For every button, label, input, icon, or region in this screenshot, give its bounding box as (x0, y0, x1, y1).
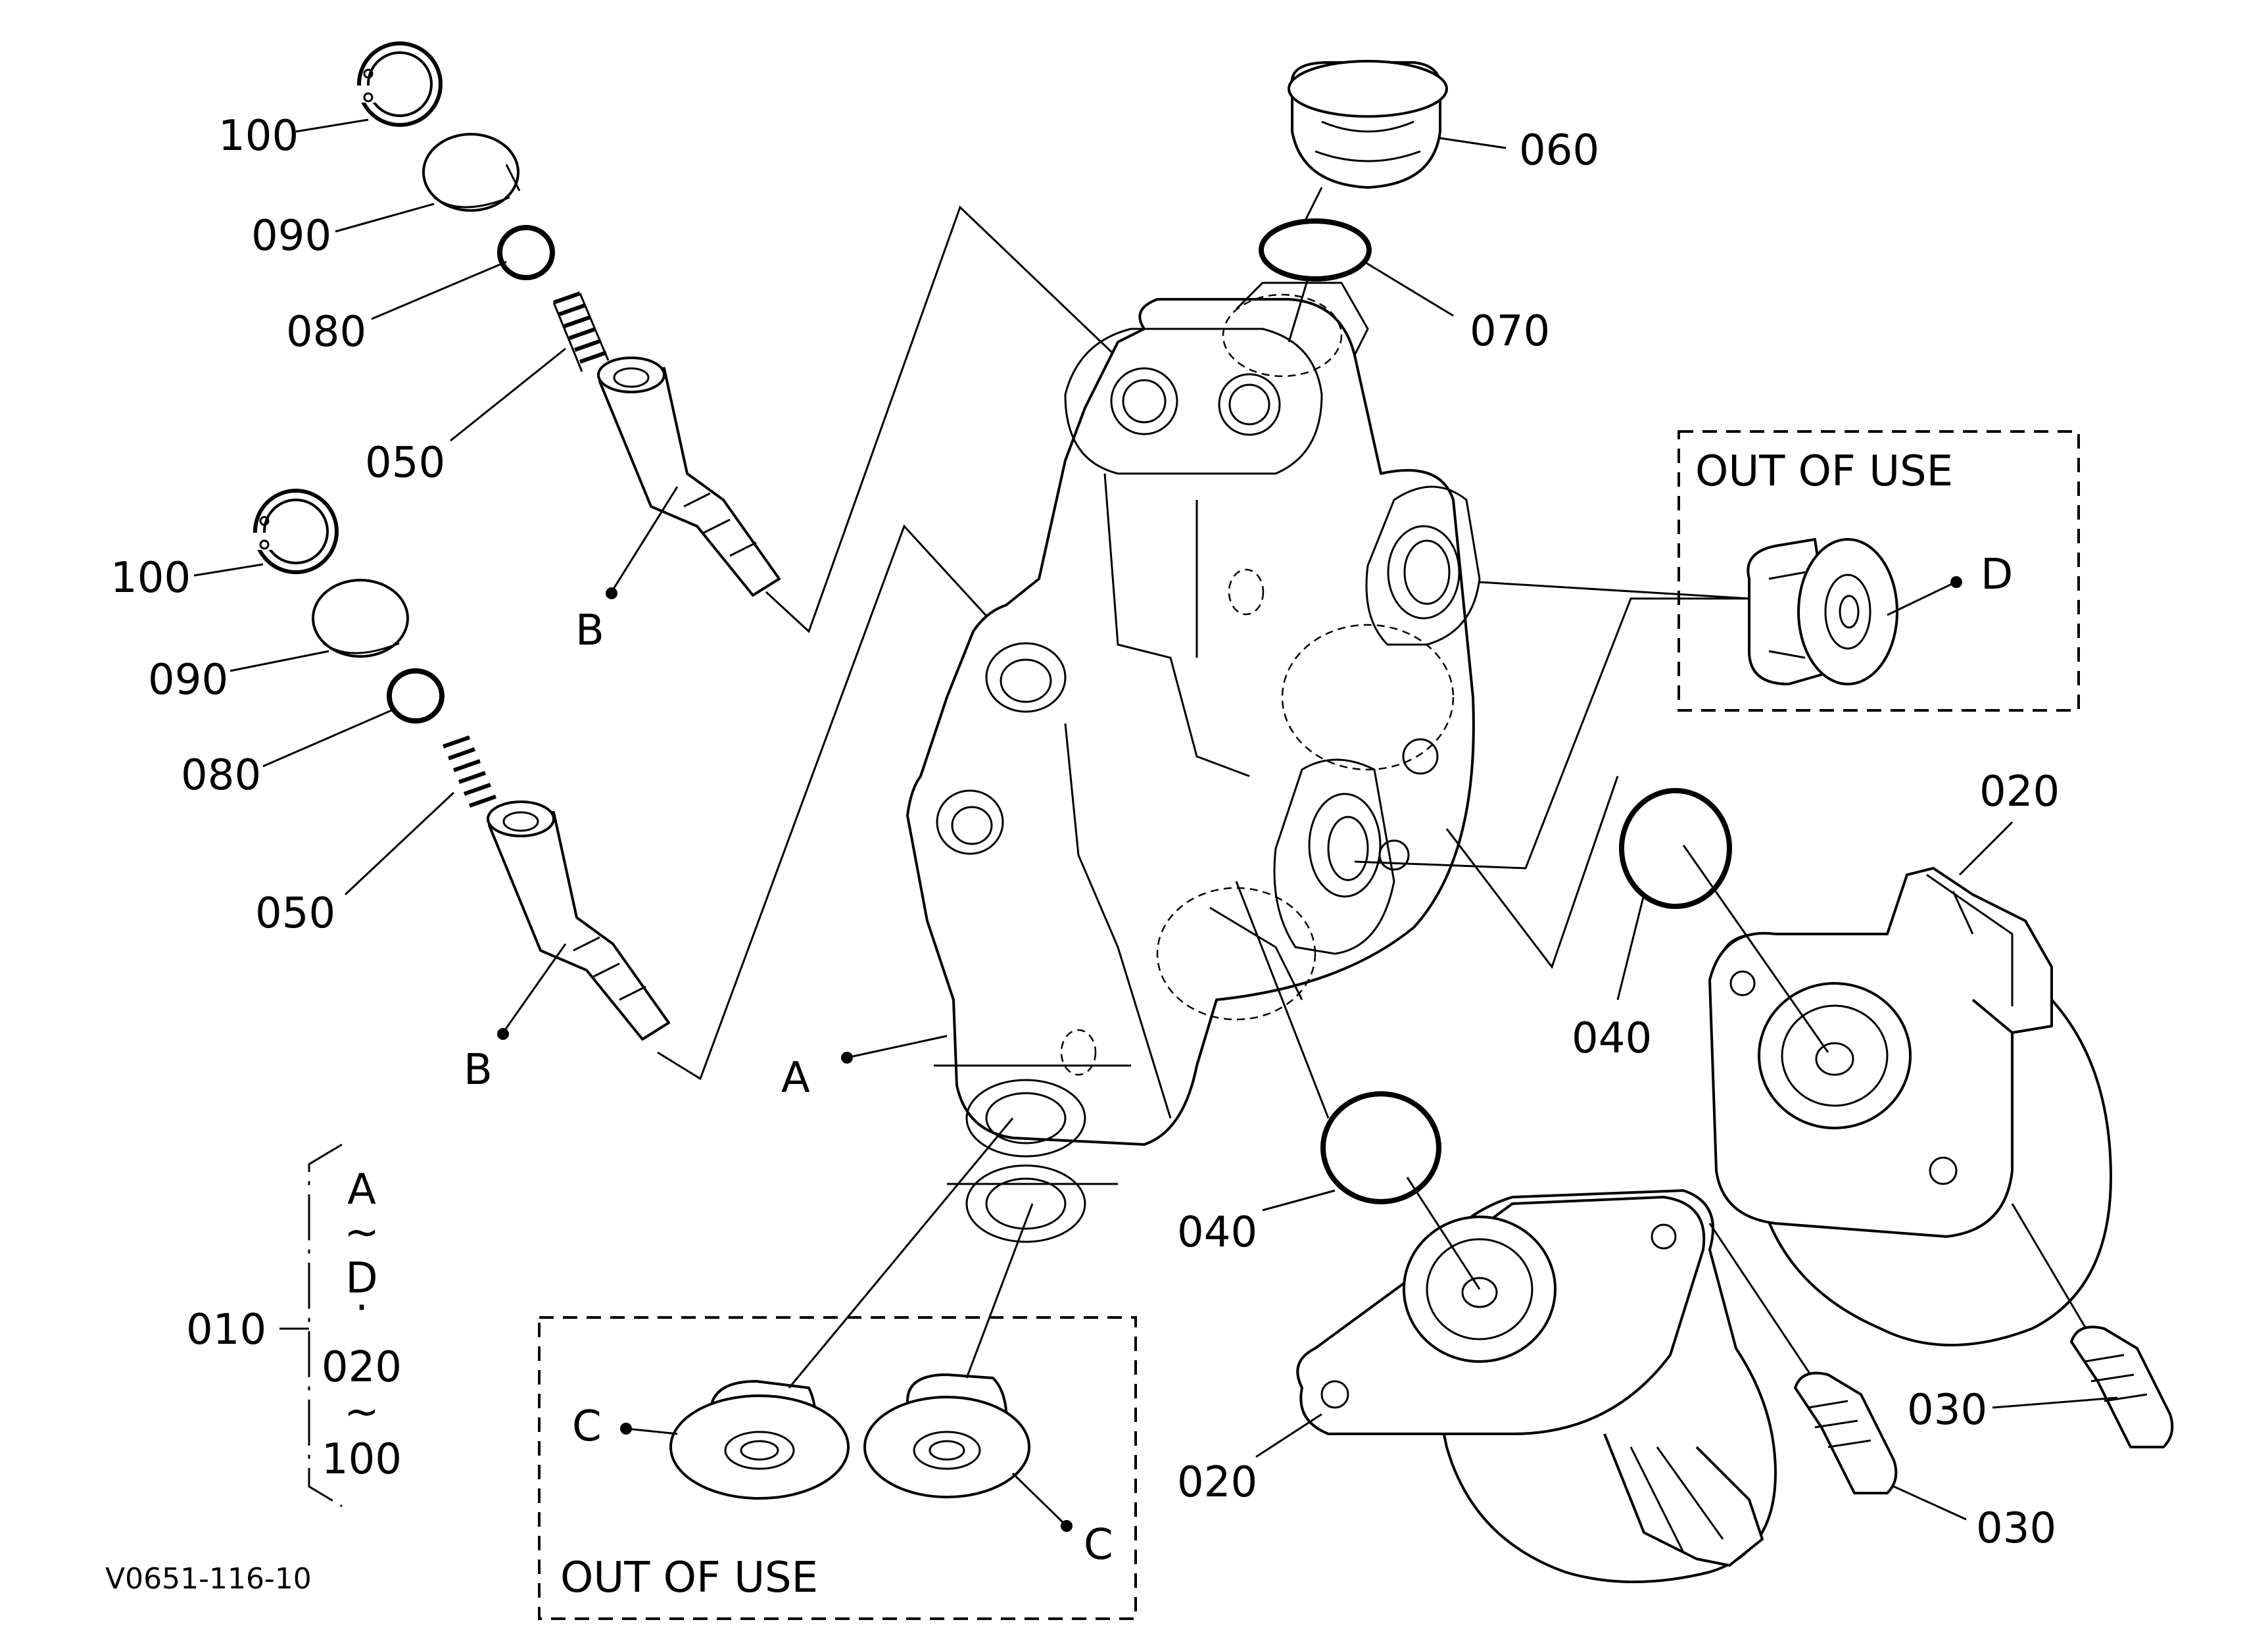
spring-050-lower (443, 735, 496, 808)
label-050-upper: 050 (365, 439, 445, 487)
plug-c-left (669, 1380, 850, 1500)
ref-label-d: D (1981, 551, 2013, 599)
label-100-lower: 100 (110, 554, 191, 602)
ref-label-b2: B (464, 1046, 493, 1094)
bolt-030-right (2070, 1325, 2174, 1448)
o-ring-040-lower (1320, 1091, 1441, 1204)
o-ring-040-upper (1619, 788, 1732, 909)
label-050-lower: 050 (255, 889, 335, 938)
label-080-upper: 080 (286, 308, 366, 356)
label-070: 070 (1470, 307, 1550, 356)
bracket-line-5: 020 (322, 1343, 402, 1392)
spring-050-upper (552, 291, 610, 372)
ref-label-a: A (781, 1054, 810, 1102)
label-040-upper: 040 (1572, 1014, 1652, 1063)
label-080-lower: 080 (181, 751, 261, 800)
drawing-code: V0651-116-10 (105, 1562, 312, 1596)
spool-upper (597, 356, 781, 597)
o-ring-080-upper (497, 225, 555, 280)
valve-body-a (906, 282, 1481, 1243)
solenoid-020-left (1296, 1189, 1777, 1583)
label-090-upper: 090 (251, 212, 331, 260)
bracket-line-7: 100 (322, 1435, 402, 1484)
insertion-line-upper (765, 205, 1185, 633)
out-of-use-label-top: OUT OF USE (1695, 447, 1953, 496)
out-of-use-label-bottom: OUT OF USE (560, 1554, 818, 1602)
label-020-upper: 020 (1979, 768, 2060, 816)
label-030-upper: 030 (1907, 1386, 1987, 1435)
label-010: 010 (186, 1306, 266, 1354)
cap-090-lower (312, 579, 409, 658)
label-040-lower: 040 (1177, 1208, 1257, 1257)
plug-060 (1288, 60, 1448, 189)
assembly-bracket-010: 010 A ~ D · 020 ~ 100 (186, 1143, 402, 1508)
ref-label-b1: B (575, 606, 604, 655)
ref-label-c2: C (1084, 1521, 1113, 1569)
snap-ring-100-upper (355, 41, 443, 127)
bracket-line-4: · (355, 1284, 368, 1333)
valve-assembly-upper (355, 41, 781, 597)
label-060: 060 (1519, 126, 1599, 175)
ref-label-c1: C (572, 1402, 602, 1451)
bolt-030-left (1794, 1371, 1898, 1494)
bracket-line-1: A (347, 1166, 376, 1214)
bracket-line-3: D (345, 1254, 377, 1303)
label-020-lower: 020 (1177, 1458, 1257, 1507)
plug-c-right (863, 1373, 1030, 1498)
out-of-use-box-bottom: OUT OF USE (538, 1316, 1137, 1620)
out-of-use-box-top: OUT OF USE (1677, 430, 2080, 712)
solenoid-020-right (1708, 867, 2112, 1346)
cap-090-upper (422, 133, 521, 212)
o-ring-070 (1259, 218, 1372, 282)
snap-ring-100-lower (251, 489, 339, 574)
label-090-lower: 090 (148, 656, 228, 704)
label-100-upper: 100 (218, 112, 299, 160)
plug-d (1747, 538, 1898, 685)
bracket-line-2: ~ (344, 1208, 379, 1257)
spool-lower (487, 800, 670, 1041)
label-030-lower: 030 (1976, 1504, 2056, 1553)
o-ring-080-lower (387, 668, 445, 724)
valve-assembly-lower (251, 489, 670, 1041)
bracket-line-6: ~ (344, 1388, 379, 1437)
